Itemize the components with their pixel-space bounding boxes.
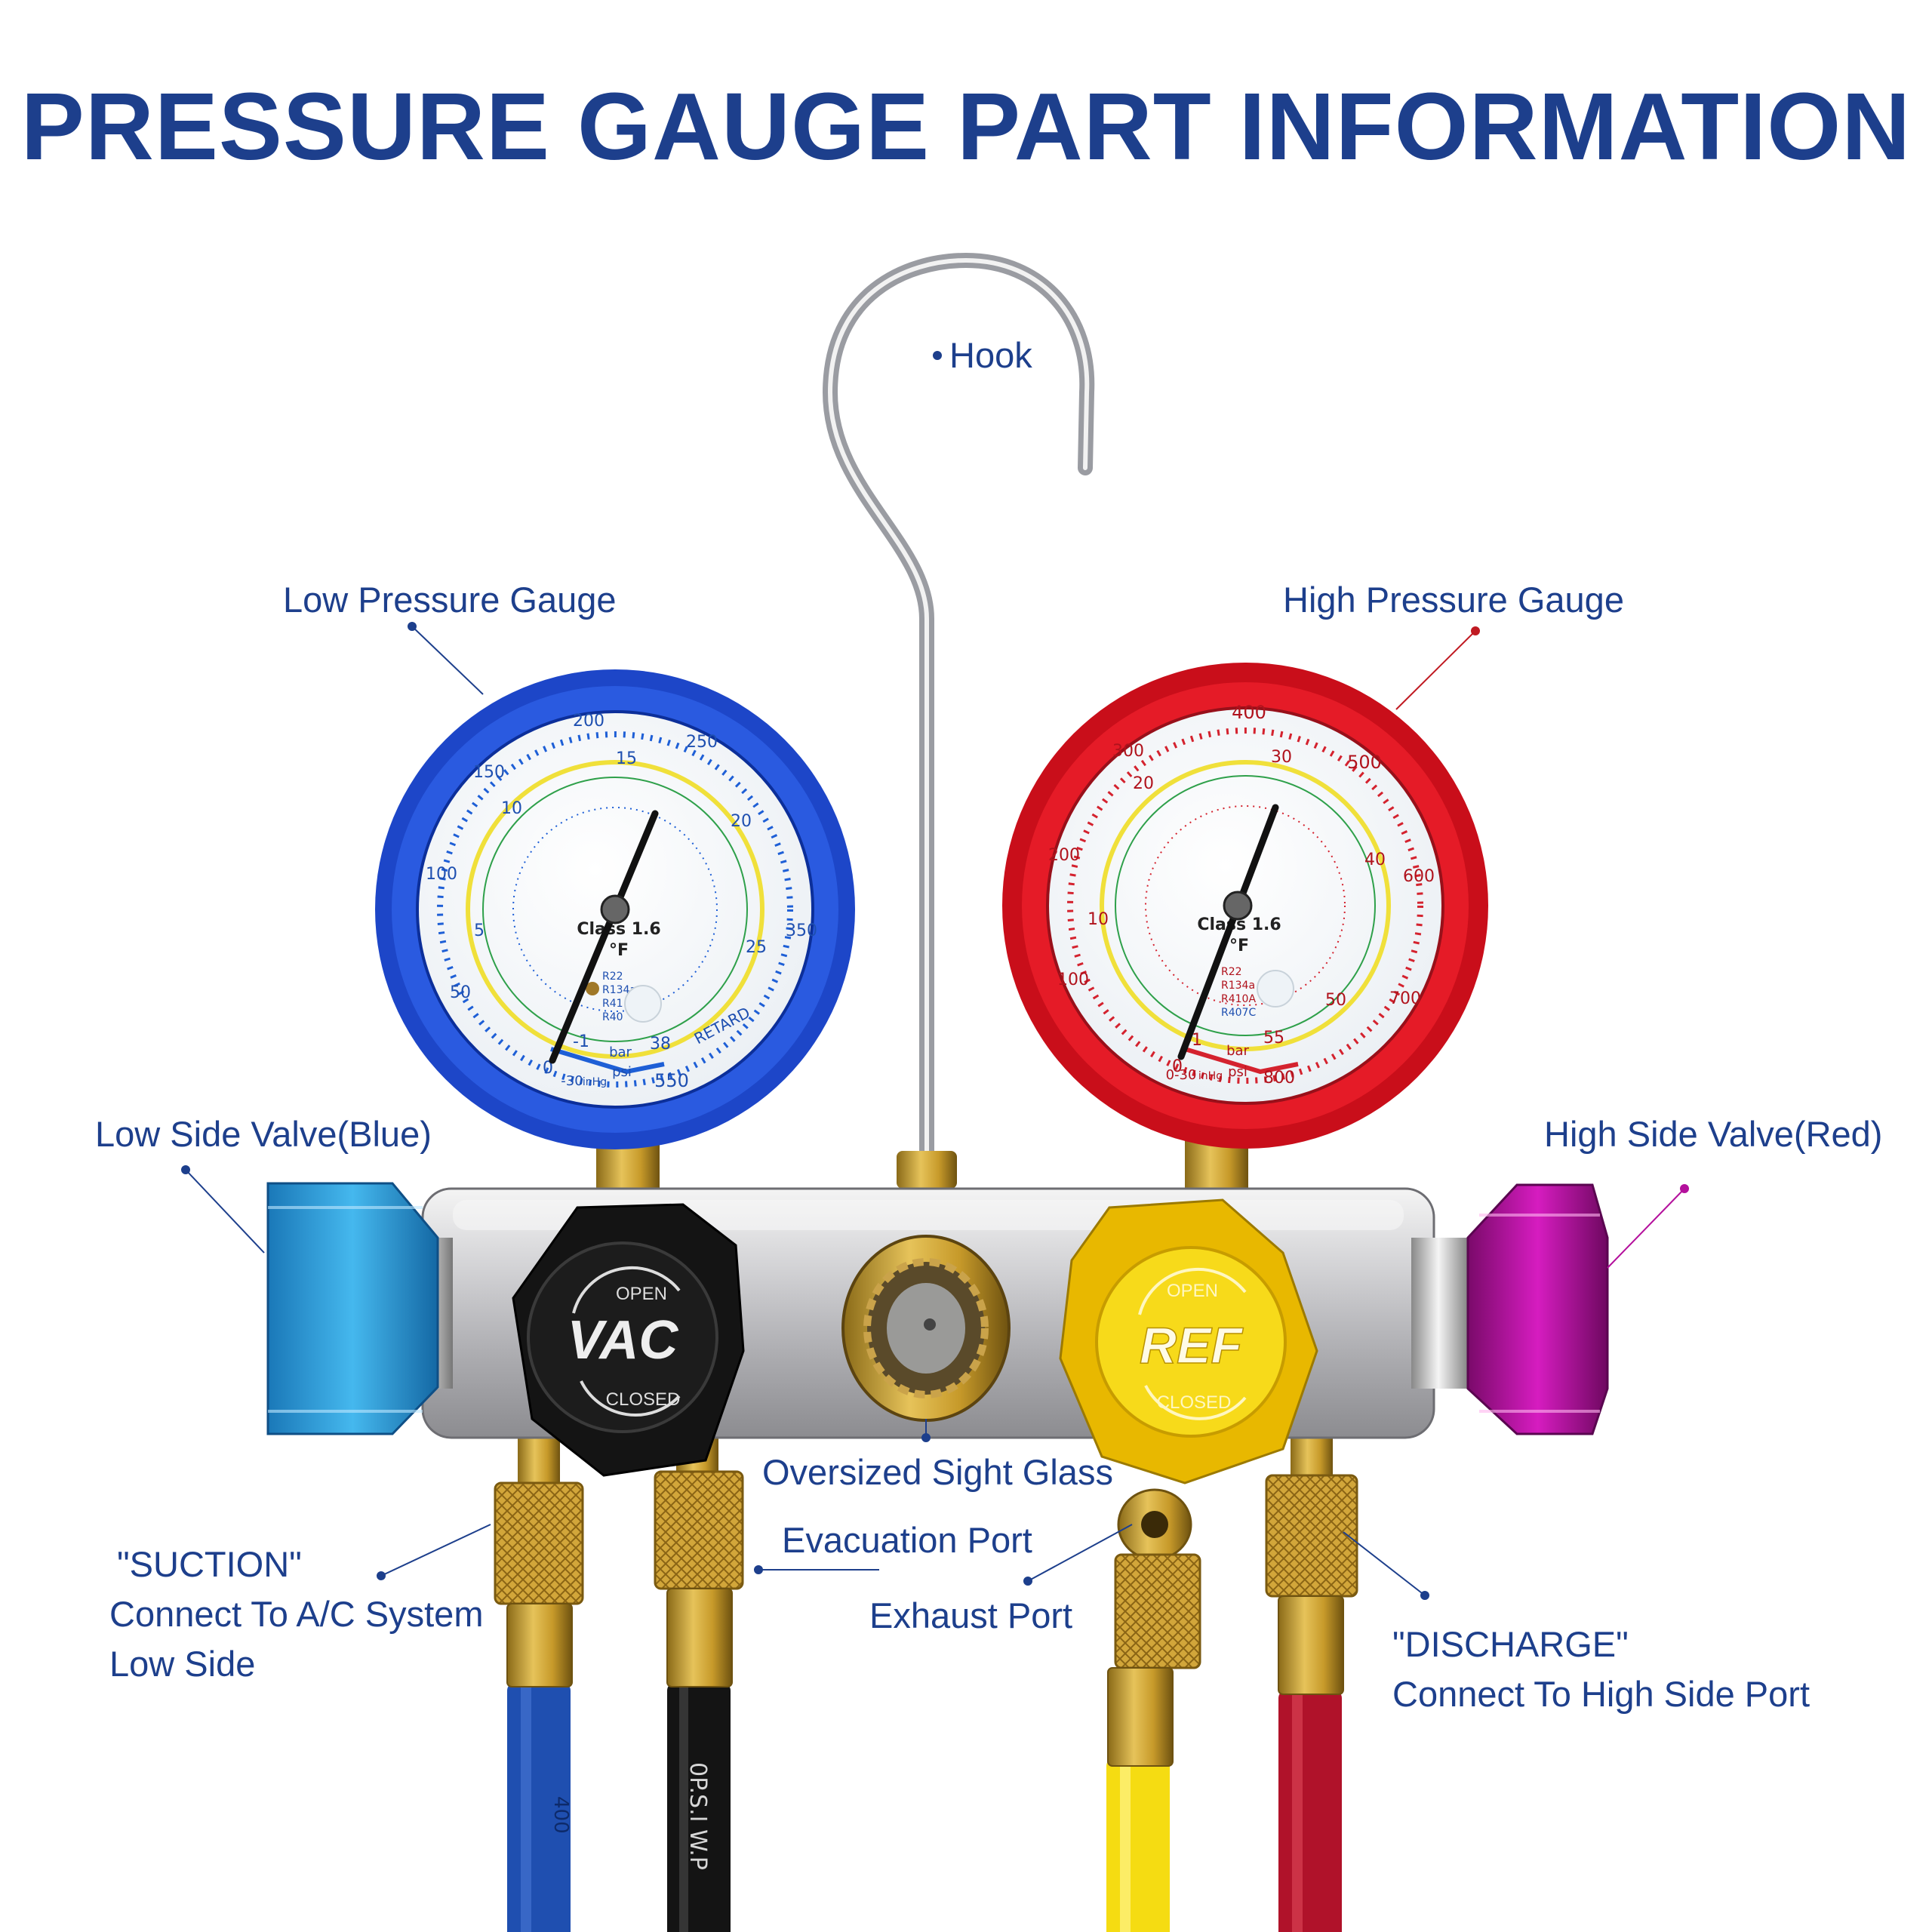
low-gauge-ref-4: R40 — [602, 1011, 623, 1023]
leader-low-gauge — [411, 626, 484, 695]
red-hose — [1278, 1690, 1342, 1932]
label-evacuation-port: Evacuation Port — [782, 1520, 1032, 1560]
vac-knob[interactable]: VAC OPEN CLOSED — [512, 1203, 745, 1477]
blue-hose-text: 400 — [549, 1796, 572, 1834]
high-gauge-tick-600: 600 — [1403, 867, 1435, 886]
low-gauge-yellow-scale — [466, 760, 764, 1059]
high-gauge-tick-800: 800 — [1263, 1069, 1295, 1088]
high-gauge-bar-30: 30 — [1271, 748, 1292, 767]
low-gauge-tick-550: 550 — [654, 1070, 689, 1091]
low-gauge-unit-inhg: inHg — [583, 1076, 607, 1088]
high-gauge-bar-40: 40 — [1364, 851, 1386, 869]
leader-suction — [380, 1524, 491, 1577]
vac-closed-label: CLOSED — [606, 1389, 681, 1410]
high-gauge-bar-50: 50 — [1325, 991, 1346, 1010]
high-gauge-yellow-scale — [1100, 760, 1391, 1051]
label-sight-glass: Oversized Sight Glass — [762, 1452, 1113, 1492]
low-gauge-ref-1: R22 — [602, 971, 623, 983]
ref-open-label: OPEN — [1167, 1281, 1218, 1301]
low-gauge-unit-neg30: -30 — [561, 1073, 583, 1089]
label-exhaust-port: Exhaust Port — [869, 1595, 1073, 1635]
high-gauge-tick-400: 400 — [1232, 702, 1266, 723]
low-gauge-bar-15: 15 — [616, 749, 637, 768]
low-gauge-ref-3: R41 — [602, 998, 623, 1010]
high-gauge-tick-0: 0 — [1172, 1057, 1183, 1076]
low-gauge-needle — [549, 810, 659, 1064]
high-gauge-unit-030: 0-30 — [1166, 1067, 1197, 1083]
high-gauge-unit-bar: bar — [1226, 1043, 1249, 1059]
low-gauge-tick-50: 50 — [450, 983, 471, 1002]
high-gauge-unit-inhg: inHg — [1198, 1070, 1223, 1082]
low-gauge-tick-350: 350 — [786, 921, 817, 940]
vac-open-label: OPEN — [616, 1284, 667, 1304]
ref-label: REF — [1140, 1317, 1243, 1374]
low-gauge-bar-38: 38 — [650, 1035, 671, 1054]
high-gauge-needle — [1177, 804, 1279, 1060]
high-side-valve — [1411, 1183, 1609, 1435]
page-title: PRESSURE GAUGE PART INFORMATION — [20, 73, 1912, 180]
leader-low-valve — [185, 1169, 265, 1254]
high-gauge-outer-scale — [1067, 728, 1423, 1084]
high-gauge-tick-100: 100 — [1057, 971, 1089, 989]
label-discharge-title: "DISCHARGE" — [1392, 1624, 1629, 1664]
high-gauge-bar-20: 20 — [1133, 774, 1154, 793]
low-gauge-bar-25: 25 — [746, 938, 767, 957]
low-gauge-tick-0: 0 — [543, 1059, 553, 1078]
high-pressure-gauge: 0 100 200 300 400 500 600 700 800 -1 10 … — [1002, 663, 1488, 1149]
hoses: 400 0P.S.I W.P — [507, 1683, 1342, 1932]
label-discharge-line2: Connect To High Side Port — [1392, 1674, 1810, 1714]
high-gauge-ref-4: R407C — [1221, 1007, 1256, 1019]
high-gauge-unit-psi: psi — [1228, 1064, 1247, 1080]
low-gauge-tick-150: 150 — [473, 763, 505, 782]
leader-high-valve — [1607, 1188, 1685, 1269]
low-pressure-gauge: 0 50 100 150 200 250 350 550 -1 5 10 15 … — [375, 669, 855, 1149]
high-gauge-ref-1: R22 — [1221, 966, 1242, 978]
high-gauge-bar-55: 55 — [1263, 1029, 1284, 1048]
label-high-pressure-gauge: High Pressure Gauge — [1283, 580, 1624, 620]
high-gauge-tick-700: 700 — [1389, 989, 1421, 1008]
low-gauge-bar-neg1: -1 — [573, 1032, 589, 1051]
ref-knob[interactable]: REF OPEN CLOSED — [1059, 1198, 1318, 1484]
low-gauge-tick-250: 250 — [686, 733, 718, 752]
low-gauge-bar-20: 20 — [731, 812, 752, 831]
high-gauge-bar-10: 10 — [1088, 910, 1109, 929]
label-hook: Hook — [949, 335, 1032, 375]
black-hose-text: 0P.S.I W.P — [685, 1762, 711, 1870]
leader-lines — [181, 351, 1689, 1600]
leader-discharge — [1343, 1531, 1426, 1596]
low-gauge-bar-5: 5 — [474, 921, 485, 940]
label-suction-line3: Low Side — [109, 1644, 256, 1684]
vac-label: VAC — [568, 1310, 679, 1371]
high-gauge-tick-200: 200 — [1048, 846, 1080, 865]
low-gauge-outer-scale — [437, 731, 793, 1088]
leader-high-gauge — [1395, 630, 1476, 710]
label-low-pressure-gauge: Low Pressure Gauge — [283, 580, 617, 620]
low-gauge-unit-bar: bar — [609, 1044, 632, 1060]
leader-exhaust — [1027, 1524, 1133, 1582]
low-gauge-bar-10: 10 — [501, 799, 522, 818]
low-gauge-unit-psi: psi — [612, 1064, 632, 1080]
high-gauge-tick-300: 300 — [1112, 742, 1144, 761]
label-high-side-valve: High Side Valve(Red) — [1544, 1114, 1883, 1154]
label-low-side-valve: Low Side Valve(Blue) — [95, 1114, 432, 1154]
high-gauge-ref-3: R410A — [1221, 993, 1256, 1005]
label-suction-title: "SUCTION" — [117, 1544, 302, 1584]
high-gauge-tick-500: 500 — [1347, 752, 1382, 773]
low-side-valve — [266, 1182, 453, 1435]
low-gauge-temp-unit: °F — [609, 941, 629, 960]
low-gauge-tick-200: 200 — [573, 712, 605, 731]
high-gauge-ref-2: R134a — [1221, 980, 1255, 992]
sight-glass — [841, 1235, 1011, 1422]
low-gauge-tick-100: 100 — [426, 865, 457, 884]
yellow-hose — [1106, 1758, 1170, 1932]
high-gauge-temp-unit: °F — [1229, 937, 1249, 955]
label-suction-line2: Connect To A/C System — [109, 1594, 484, 1634]
